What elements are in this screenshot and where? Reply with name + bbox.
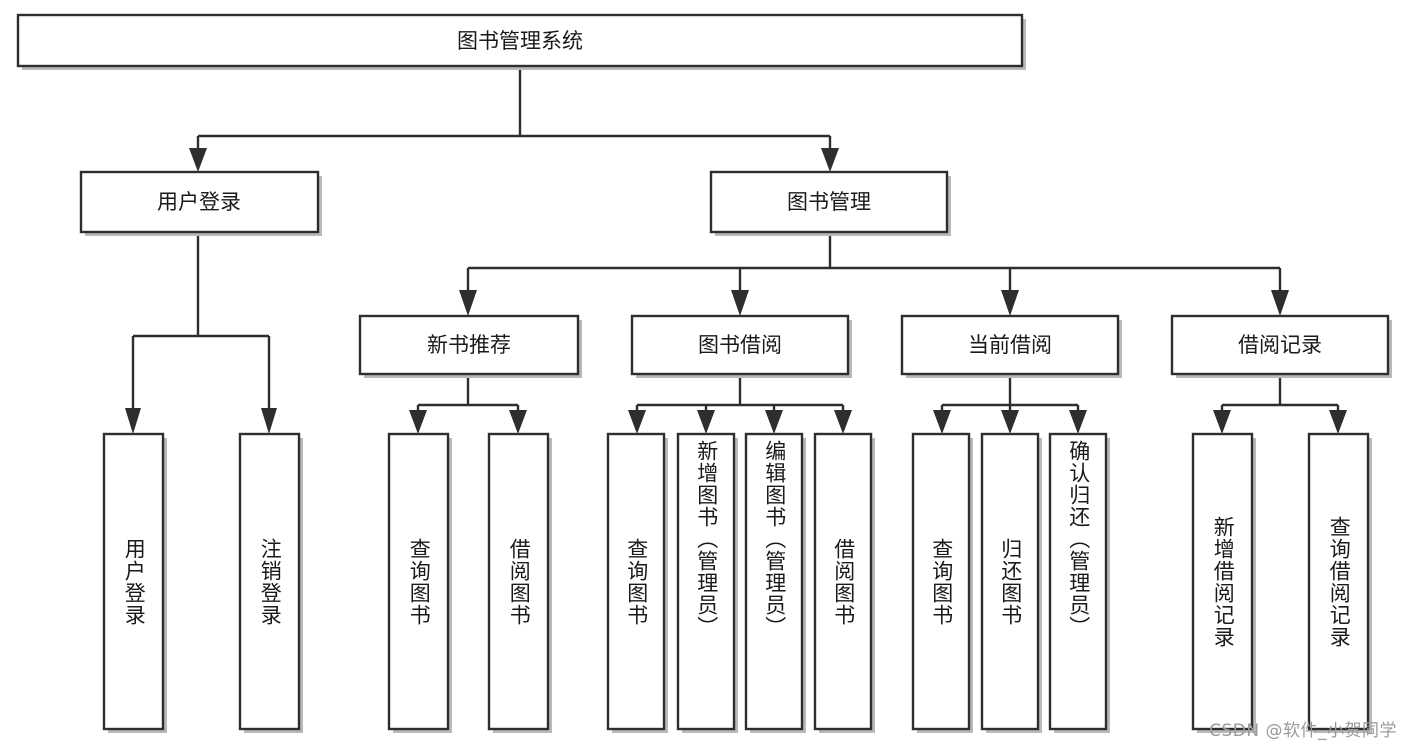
arrow-head-leaf-query-book-3 xyxy=(933,410,951,434)
leaf-return-book-box[interactable] xyxy=(980,432,1040,731)
arrow-head-user-login xyxy=(189,148,207,172)
node-borrow-record[interactable]: 借阅记录 xyxy=(1170,314,1392,378)
node-current-borrow-label: 当前借阅 xyxy=(968,333,1052,357)
node-user-login-label: 用户登录 xyxy=(157,190,241,214)
leaf-query-book-2-box[interactable] xyxy=(606,432,666,731)
node-user-login[interactable]: 用户登录 xyxy=(79,170,322,236)
arrow-head-leaf-confirm-return xyxy=(1069,410,1087,434)
leaf-query-record-box[interactable] xyxy=(1307,432,1370,731)
node-borrow-record-box xyxy=(1170,314,1390,376)
leaf-edit-book-box[interactable] xyxy=(744,432,804,731)
leaf-node-group xyxy=(102,432,1372,733)
node-book-manage-label: 图书管理 xyxy=(787,190,871,214)
node-book-borrow-box xyxy=(630,314,850,376)
arrow-head-leaf-query-book-2 xyxy=(628,410,646,434)
csdn-watermark: CSDN @软件_小贺同学 xyxy=(1209,721,1397,741)
leaf-user-login-box[interactable] xyxy=(102,432,165,731)
arrow-head-leaf-borrow-book-2 xyxy=(834,410,852,434)
leaf-user-logout-box[interactable] xyxy=(238,432,301,731)
leaf-confirm-return-box[interactable] xyxy=(1048,432,1108,731)
leaf-add-book-box[interactable] xyxy=(676,432,736,731)
arrow-head-book-manage xyxy=(821,148,839,172)
node-user-login-box xyxy=(79,170,320,234)
node-book-manage[interactable]: 图书管理 xyxy=(709,170,951,236)
node-borrow-record-label: 借阅记录 xyxy=(1238,333,1322,357)
arrow-head-leaf-return-book xyxy=(1001,410,1019,434)
arrow-head-borrow-record xyxy=(1271,290,1289,316)
arrow-head-current-borrow xyxy=(1001,290,1019,316)
node-new-book-recommend[interactable]: 新书推荐 xyxy=(358,314,582,378)
leaf-borrow-book-2-box[interactable] xyxy=(813,432,873,731)
leaf-borrow-book-1-box[interactable] xyxy=(487,432,550,731)
leaf-query-book-3-box[interactable] xyxy=(911,432,971,731)
arrow-head-book-borrow xyxy=(731,290,749,316)
leaf-add-record-box[interactable] xyxy=(1191,432,1254,731)
node-book-borrow-label: 图书借阅 xyxy=(698,333,782,357)
arrow-head-leaf-user-logout xyxy=(261,408,277,434)
arrow-head-leaf-add-book xyxy=(697,410,715,434)
arrow-head-leaf-query-book-1 xyxy=(409,410,427,434)
node-book-manage-box xyxy=(709,170,949,234)
node-current-borrow-box xyxy=(900,314,1120,376)
node-book-borrow[interactable]: 图书借阅 xyxy=(630,314,852,378)
node-root-label: 图书管理系统 xyxy=(457,29,583,53)
arrow-head-leaf-add-record xyxy=(1213,410,1231,434)
arrow-head-leaf-edit-book xyxy=(765,410,783,434)
arrow-head-leaf-query-record xyxy=(1329,410,1347,434)
node-root[interactable]: 图书管理系统 xyxy=(16,13,1026,70)
arrow-head-leaf-user-login xyxy=(125,408,141,434)
node-current-borrow[interactable]: 当前借阅 xyxy=(900,314,1122,378)
leaf-query-book-1-box[interactable] xyxy=(387,432,450,731)
arrow-head-new-book-recommend xyxy=(459,290,477,316)
node-new-book-recommend-label: 新书推荐 xyxy=(427,333,511,357)
node-root-box xyxy=(16,13,1024,68)
arrow-head-leaf-borrow-book-1 xyxy=(509,410,527,434)
node-new-book-recommend-box xyxy=(358,314,580,376)
connector-group xyxy=(125,66,1347,434)
